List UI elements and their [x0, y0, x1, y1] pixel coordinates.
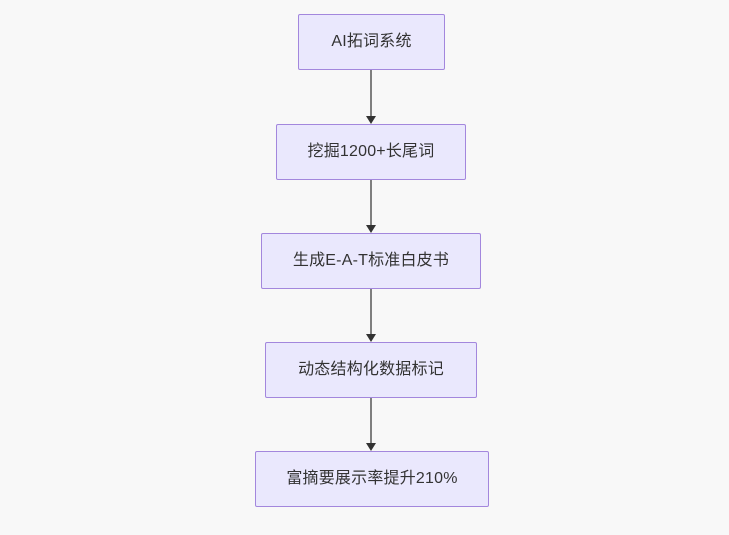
flow-node-longtail-keywords[interactable]: 挖掘1200+长尾词	[276, 124, 466, 180]
flow-node-label: AI拓词系统	[331, 33, 412, 50]
flow-node-eat-whitepaper[interactable]: 生成E-A-T标准白皮书	[261, 233, 481, 289]
flow-connector-1	[362, 70, 380, 124]
arrowhead-down-icon	[366, 443, 376, 451]
flow-node-label: 挖掘1200+长尾词	[307, 143, 435, 160]
connector-line	[370, 398, 372, 444]
flow-connector-3	[362, 289, 380, 342]
flow-node-structured-data-markup[interactable]: 动态结构化数据标记	[265, 342, 477, 398]
flow-node-label: 富摘要展示率提升210%	[286, 470, 458, 487]
flow-node-label: 生成E-A-T标准白皮书	[292, 252, 450, 269]
flow-connector-4	[362, 398, 380, 451]
arrowhead-down-icon	[366, 334, 376, 342]
connector-line	[370, 289, 372, 335]
connector-line	[370, 180, 372, 226]
flow-node-label: 动态结构化数据标记	[298, 361, 444, 378]
flow-node-rich-snippet-result[interactable]: 富摘要展示率提升210%	[255, 451, 489, 507]
connector-line	[370, 70, 372, 117]
flow-connector-2	[362, 180, 380, 233]
arrowhead-down-icon	[366, 116, 376, 124]
arrowhead-down-icon	[366, 225, 376, 233]
flow-node-ai-keyword-system[interactable]: AI拓词系统	[298, 14, 445, 70]
